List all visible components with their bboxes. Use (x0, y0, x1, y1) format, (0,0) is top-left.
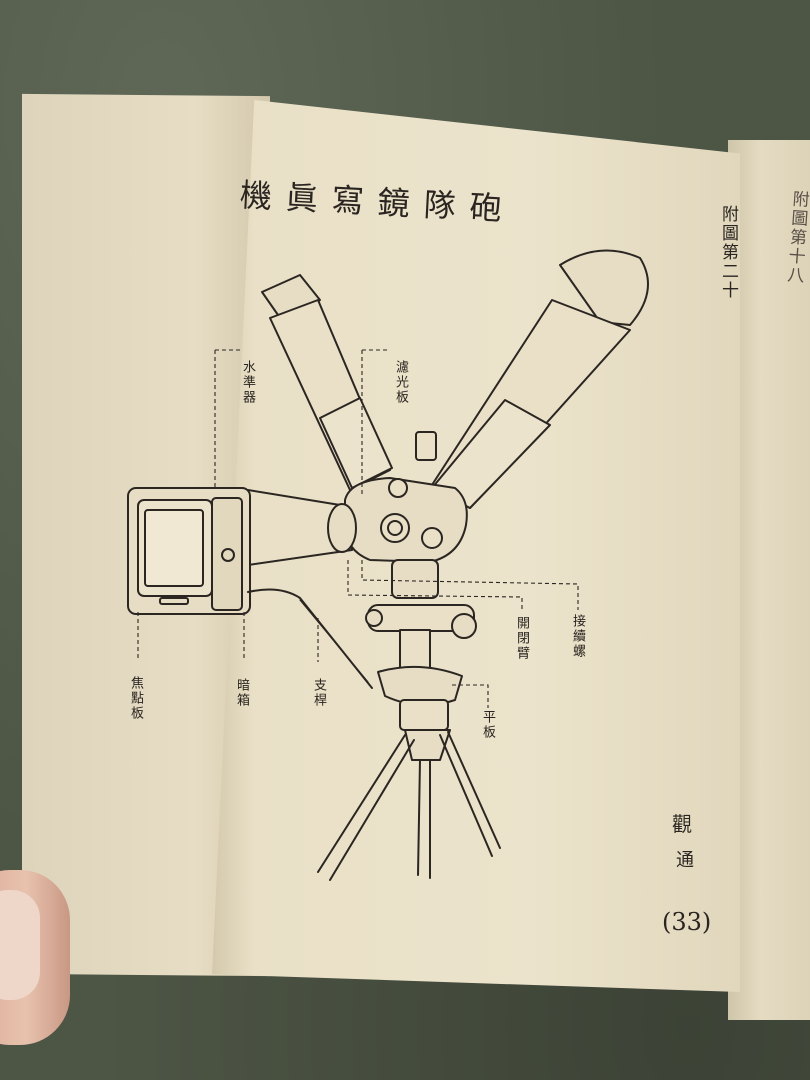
page-number: (33) (662, 908, 712, 936)
right-page (728, 140, 810, 1020)
thumbnail-nail (0, 890, 40, 1000)
tripod-head (365, 559, 477, 761)
figure-caption: 附圖第二十 (718, 205, 738, 300)
label-flat-plate: 平板 (480, 710, 495, 740)
label-level: 水準器 (240, 360, 255, 405)
corner-text-2: 通 (676, 850, 694, 871)
right-objective-tube (429, 249, 649, 509)
label-dark-box: 暗箱 (234, 678, 249, 708)
prism-body (344, 477, 468, 563)
label-focus-plate: 焦點板 (128, 676, 143, 721)
label-connecting-screw: 接續螺 (570, 614, 585, 659)
camera-box (127, 487, 251, 615)
label-support-rod: 支桿 (311, 678, 326, 708)
label-opening-arm: 開閉臂 (514, 616, 529, 661)
left-eyepiece-tube (261, 274, 393, 491)
corner-text-1: 觀 (672, 812, 692, 836)
tripod-legs (317, 731, 501, 881)
label-filter: 濾光板 (393, 360, 408, 405)
